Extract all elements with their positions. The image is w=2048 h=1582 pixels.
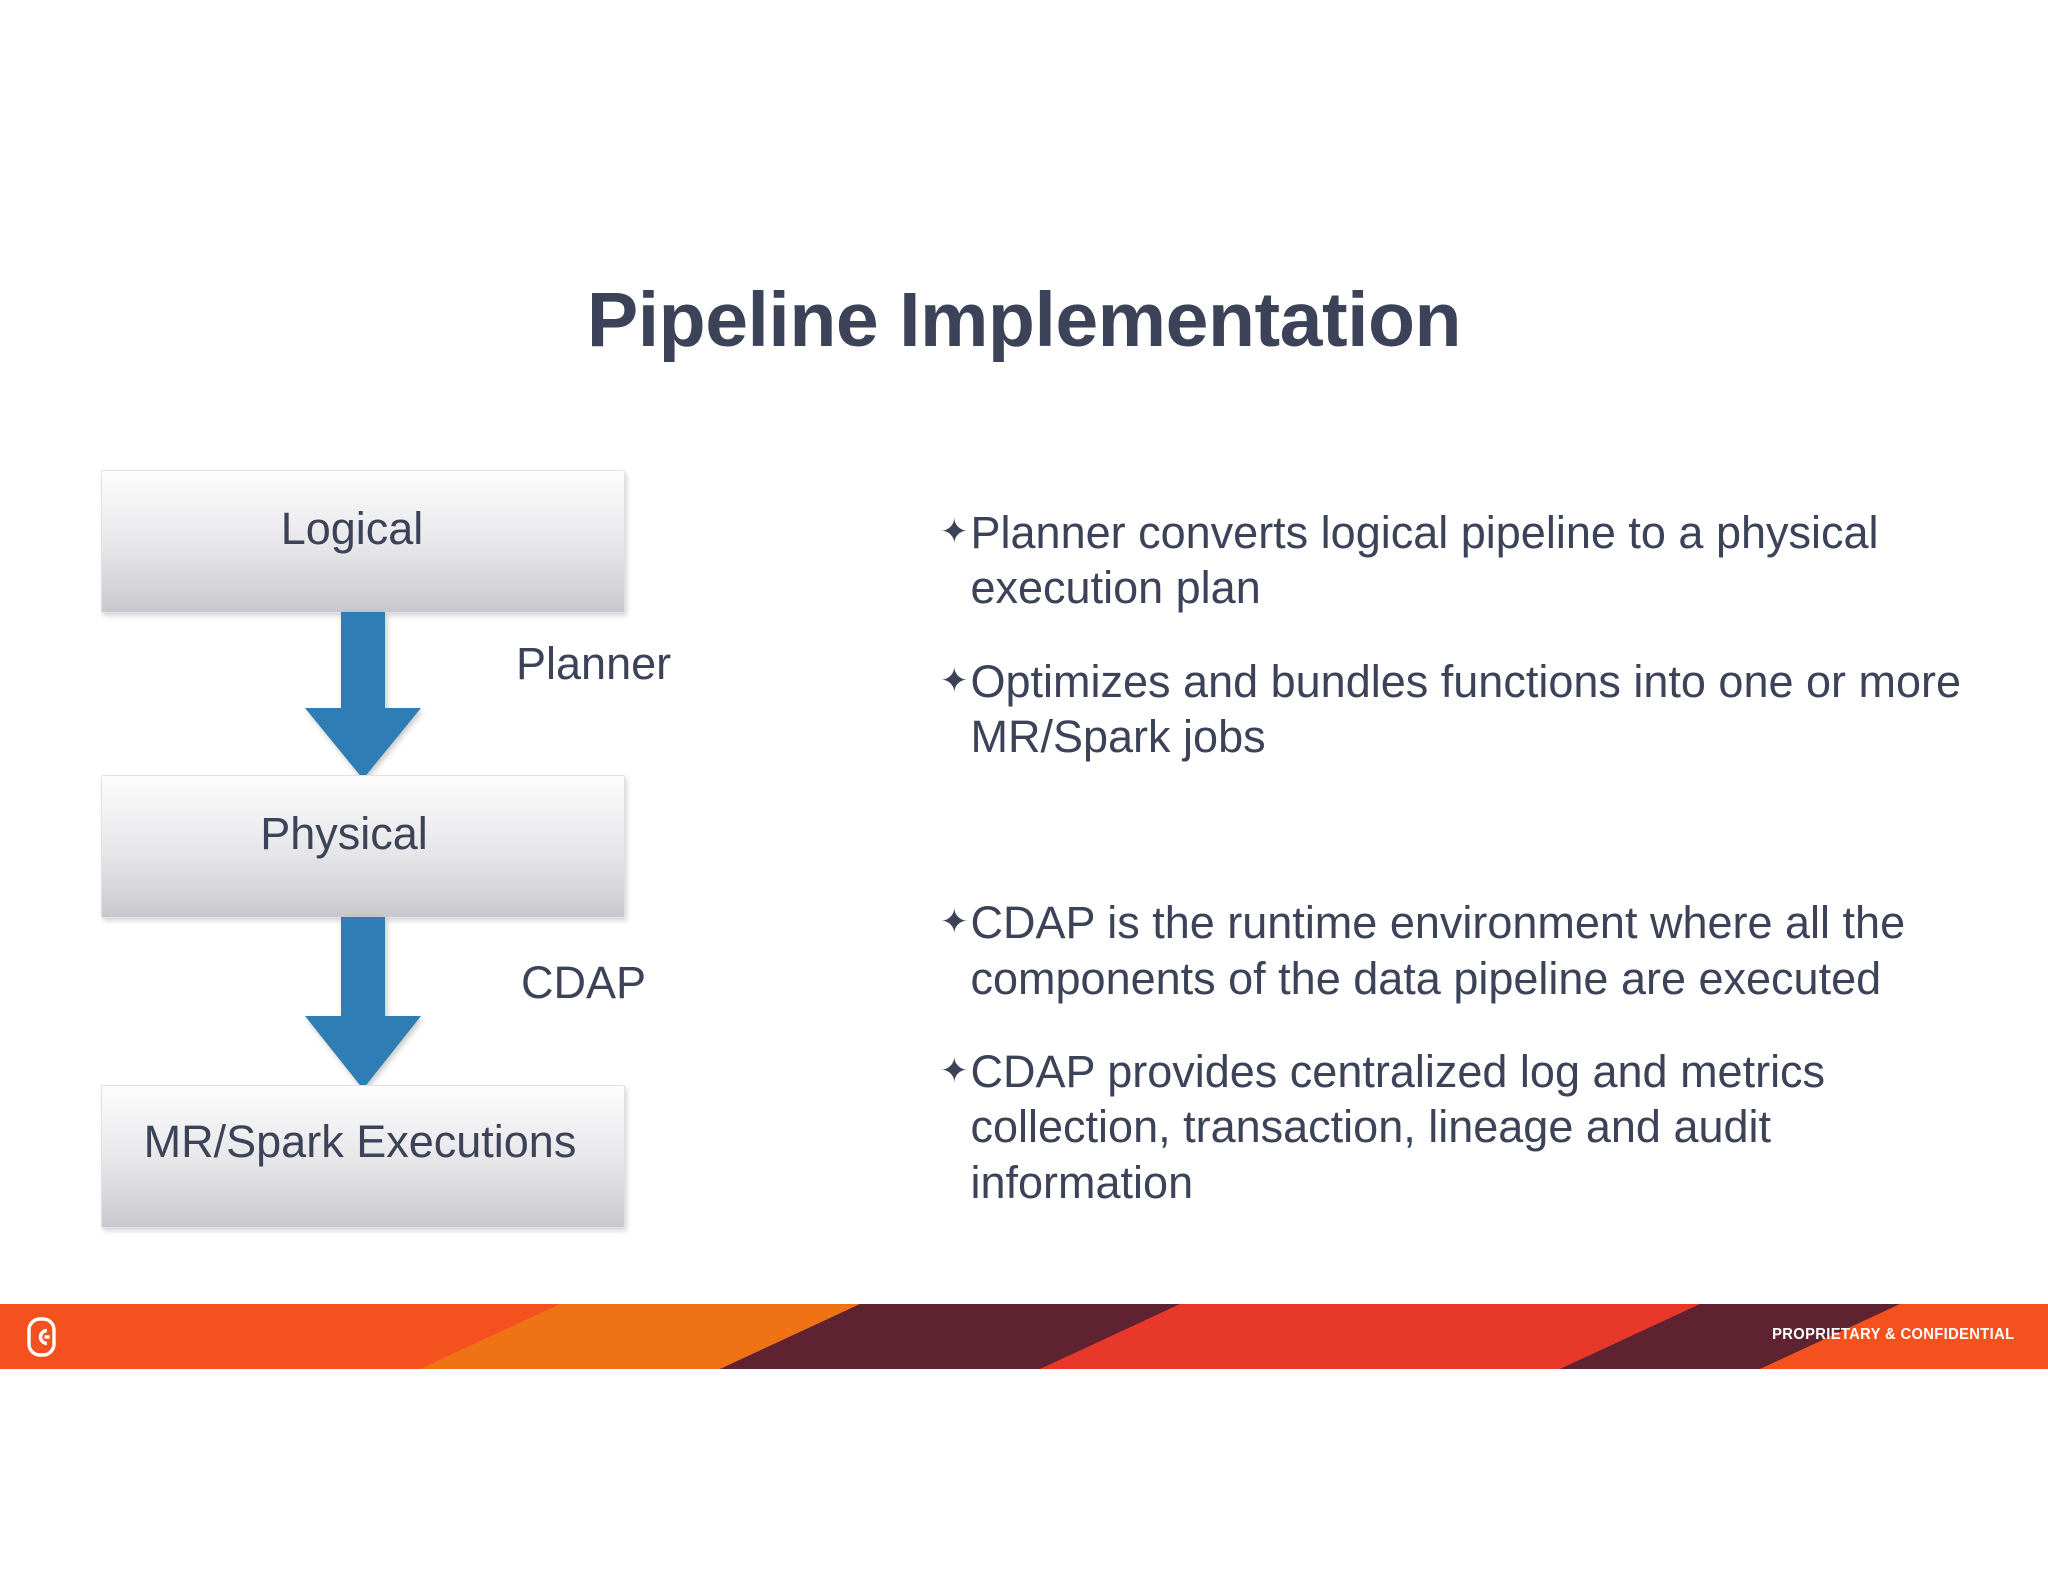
list-item-text: CDAP is the runtime environment where al… <box>970 897 1906 1004</box>
list-item-text: CDAP provides centralized log and metric… <box>970 1046 1826 1208</box>
list-item: ✦ CDAP is the runtime environment where … <box>940 895 2000 1006</box>
page-title: Pipeline Implementation <box>586 277 1462 363</box>
flow-box-logical-label: Logical <box>280 503 424 554</box>
flow-box-physical-label: Physical <box>260 808 428 859</box>
bullet-star-icon: ✦ <box>940 1052 969 1091</box>
list-item: ✦ Optimizes and bundles functions into o… <box>940 654 2000 765</box>
flow-box-logical: Logical <box>101 470 625 613</box>
list-item-text: Optimizes and bundles functions into one… <box>970 655 1962 763</box>
arrow-label-planner: Planner <box>516 638 672 689</box>
bullet-star-icon: ✦ <box>940 903 969 942</box>
bullet-star-icon: ✦ <box>940 513 969 551</box>
list-item-text: Planner converts logical pipeline to a p… <box>970 507 1879 614</box>
footer-bar: PROPRIETARY & CONFIDENTIAL <box>0 1304 2048 1369</box>
pipeline-diagram: Logical Planner Physical CDAP MR/Spark E… <box>0 0 900 1300</box>
arrow-label-cdap: CDAP <box>521 957 647 1008</box>
flow-box-physical: Physical <box>101 775 625 918</box>
list-item: ✦ CDAP provides centralized log and metr… <box>940 1044 2000 1210</box>
flow-box-mr-spark-executions-label: MR/Spark Executions <box>143 1116 577 1167</box>
bullet-star-icon: ✦ <box>940 661 969 700</box>
list-item: ✦ Planner converts logical pipeline to a… <box>940 505 2000 616</box>
down-arrow-icon <box>305 917 421 1089</box>
down-arrow-icon <box>305 612 421 779</box>
cask-c-logo-icon <box>27 1317 56 1357</box>
bullet-list: ✦ Planner converts logical pipeline to a… <box>940 505 2000 1210</box>
flow-box-mr-spark-executions: MR/Spark Executions <box>101 1085 625 1228</box>
footer-diagonal-bands <box>0 1304 2048 1369</box>
confidentiality-note: PROPRIETARY & CONFIDENTIAL <box>1771 1326 2014 1343</box>
